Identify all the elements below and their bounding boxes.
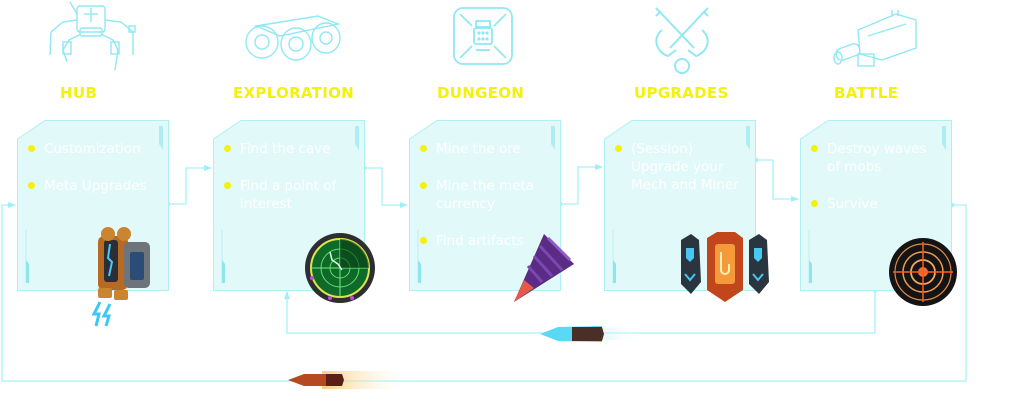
crossed-wrenches-outline-icon <box>655 7 709 74</box>
bullet-icon <box>420 237 427 244</box>
bullet-icon <box>224 145 231 152</box>
bullet-icon <box>811 200 818 207</box>
bullet-icon <box>28 145 35 152</box>
stage-title-exploration: EXPLORATION <box>233 84 354 102</box>
target-icon <box>889 238 957 306</box>
bullet-icon <box>811 145 818 152</box>
list-item: Destroy waves of mobs <box>810 140 940 176</box>
blaster-gun-outline-icon <box>833 10 917 67</box>
stage-title-hub: HUB <box>60 84 98 102</box>
stage-items-dungeon: Mine the ore Mine the meta currency Find… <box>419 140 549 269</box>
upgrade-modules-icon <box>681 232 769 302</box>
stage-items-hub: Customization Meta Upgrades <box>27 140 157 214</box>
stage-items-exploration: Find the cave Find a point of interest <box>223 140 353 232</box>
list-item: Customization <box>27 140 157 158</box>
list-item: (Session) Upgrade your Mech and Miner <box>614 140 744 194</box>
plasma-bullet-icon <box>540 326 644 342</box>
spider-mech-outline-icon <box>49 1 136 71</box>
bullet-icon <box>420 145 427 152</box>
list-item: Find a point of interest <box>223 177 353 213</box>
list-item: Find the cave <box>223 140 353 158</box>
dungeon-chip-outline-icon <box>453 7 513 65</box>
list-item: Find artifacts <box>419 232 549 250</box>
rover-vehicle-outline-icon <box>245 15 341 61</box>
list-item: Mine the ore <box>419 140 549 158</box>
stage-title-battle: BATTLE <box>834 84 899 102</box>
bullet-icon <box>420 182 427 189</box>
stage-title-upgrades: UPGRADES <box>634 84 729 102</box>
bullet-icon <box>224 182 231 189</box>
stage-title-dungeon: DUNGEON <box>437 84 525 102</box>
bullet-icon <box>615 145 622 152</box>
fire-bullet-icon <box>288 371 402 389</box>
bullet-icon <box>28 182 35 189</box>
stage-card-dungeon: Mine the ore Mine the meta currency Find… <box>409 120 561 291</box>
list-item: Mine the meta currency <box>419 177 549 213</box>
list-item: Survive <box>810 195 940 213</box>
stage-items-battle: Destroy waves of mobs Survive <box>810 140 940 232</box>
list-item: Meta Upgrades <box>27 177 157 195</box>
jetpack-icon <box>91 227 150 327</box>
radar-icon <box>305 233 375 303</box>
drill-icon <box>514 234 574 302</box>
card-frame <box>409 120 561 291</box>
stage-items-upgrades: (Session) Upgrade your Mech and Miner <box>614 140 744 213</box>
